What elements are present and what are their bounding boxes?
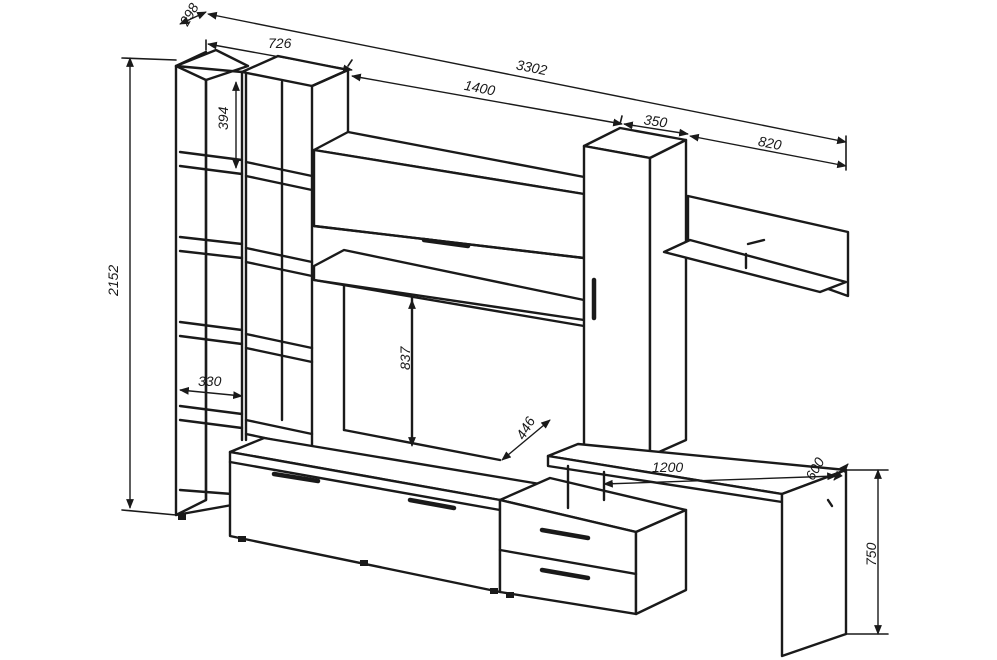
dimension-labels: 298 726 3302 1400 350 820 2152 394 330 8… (105, 0, 879, 566)
tv-back-panel (342, 284, 502, 462)
drawer-unit (498, 476, 688, 616)
dim-overall-length: 3302 (515, 56, 549, 78)
dim-desk-length: 1200 (652, 459, 683, 475)
tall-cabinet (582, 126, 688, 458)
dim-overall-height: 2152 (105, 265, 121, 297)
dim-desk-height: 750 (863, 542, 879, 566)
dim-drawer-unit-depth: 446 (513, 414, 539, 442)
dim-two-racks-width: 726 (268, 35, 292, 51)
dim-rack-depth: 330 (198, 373, 222, 389)
dim-shelf-spacing: 394 (215, 106, 231, 130)
right-wall-shelf (662, 194, 850, 298)
dim-middle-section: 1400 (463, 77, 497, 99)
dimension-lines (121, 11, 889, 635)
dim-right-shelf-width: 820 (757, 133, 783, 153)
dim-tall-cabinet-width: 350 (643, 111, 669, 130)
dim-tv-niche-height: 837 (397, 345, 413, 370)
upper-wall-cabinet (312, 130, 602, 260)
middle-shelf (312, 248, 586, 328)
tv-stand (228, 436, 554, 594)
second-open-rack (240, 54, 350, 454)
dim-depth-left: 298 (176, 0, 202, 29)
